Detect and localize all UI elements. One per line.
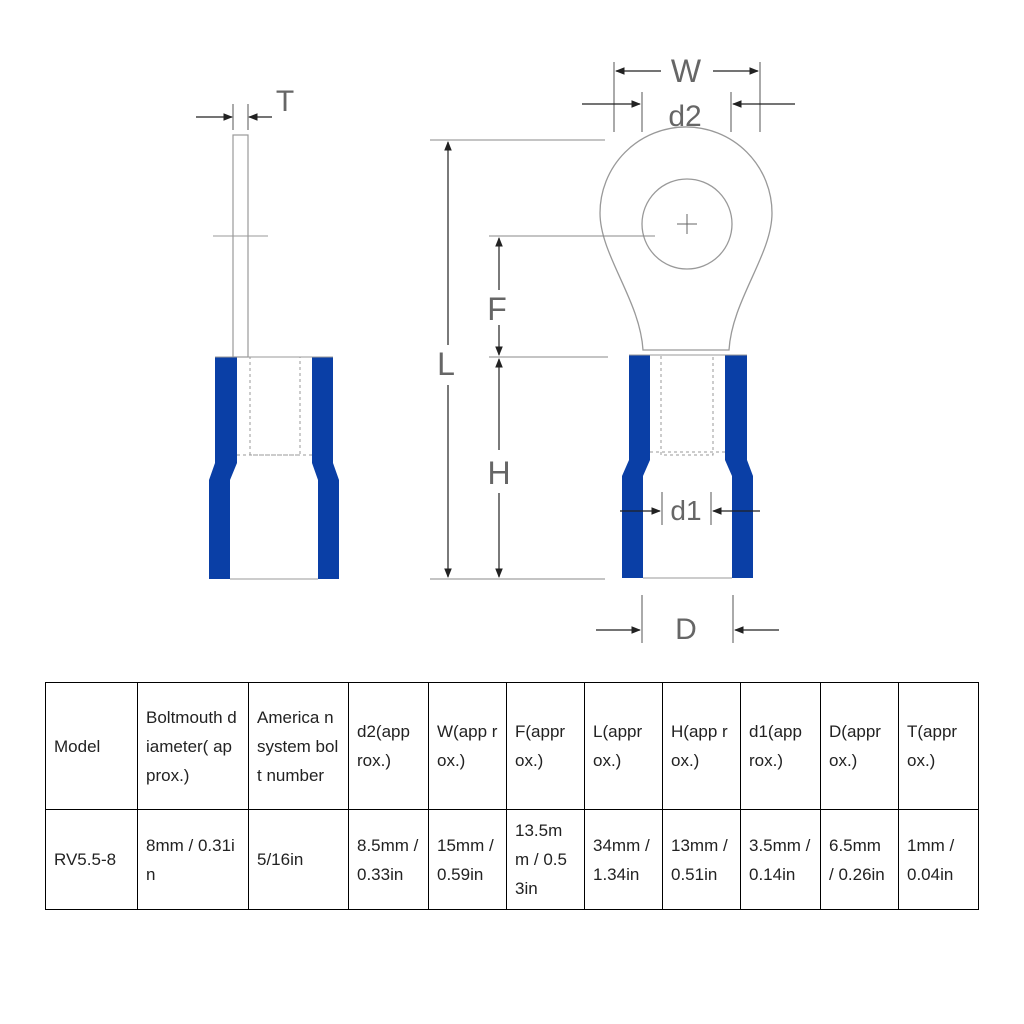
header-cell: America n system bolt number <box>248 682 349 810</box>
table-cell: 8mm / 0.31in <box>137 809 249 910</box>
table-cell: 1mm / 0.04in <box>898 809 979 910</box>
dim-h-label: H <box>487 455 510 491</box>
dim-d1-label: d1 <box>670 495 701 526</box>
table-cell: 3.5mm / 0.14in <box>740 809 821 910</box>
dim-l-label: L <box>437 346 455 382</box>
table-cell: 34mm / 1.34in <box>584 809 663 910</box>
header-cell: F(appr ox.) <box>506 682 585 810</box>
front-insulation-left <box>622 355 650 578</box>
header-cell: d1(app rox.) <box>740 682 821 810</box>
terminal-diagram: T W d2 L F H <box>196 53 795 646</box>
side-view: T <box>196 85 339 580</box>
header-cell: d2(app rox.) <box>348 682 429 810</box>
side-insulation-right <box>312 357 339 579</box>
header-cell: Model <box>45 682 138 810</box>
header-cell: L(appr ox.) <box>584 682 663 810</box>
table-row: RV5.5-8 8mm / 0.31in 5/16in 8.5mm / 0.33… <box>45 809 979 910</box>
spec-table: Model Boltmouth diameter( approx.) Ameri… <box>45 682 979 910</box>
dim-f-label: F <box>487 291 507 327</box>
table-cell: RV5.5-8 <box>45 809 138 910</box>
front-barrel <box>660 354 714 456</box>
table-cell: 13mm / 0.51in <box>662 809 741 910</box>
header-cell: T(appr ox.) <box>898 682 979 810</box>
table-cell: 8.5mm / 0.33in <box>348 809 429 910</box>
side-insulation-left <box>209 357 237 579</box>
dim-t-label: T <box>276 85 294 118</box>
table-cell: 5/16in <box>248 809 349 910</box>
side-tab <box>232 134 249 358</box>
header-cell: W(app rox.) <box>428 682 507 810</box>
front-view: W d2 L F H d1 D <box>430 53 795 646</box>
dim-w-label: W <box>671 53 702 89</box>
table-cell: 13.5mm / 0.53in <box>506 809 585 910</box>
front-insulation-right <box>725 355 753 578</box>
side-barrel <box>249 356 301 456</box>
header-cell: Boltmouth diameter( approx.) <box>137 682 249 810</box>
dim-d-label: D <box>675 613 697 646</box>
dim-d2-label: d2 <box>668 100 701 133</box>
table-cell: 15mm / 0.59in <box>428 809 507 910</box>
header-cell: H(app rox.) <box>662 682 741 810</box>
table-header-row: Model Boltmouth diameter( approx.) Ameri… <box>45 682 979 810</box>
header-cell: D(appr ox.) <box>820 682 899 810</box>
table-cell: 6.5mm / 0.26in <box>820 809 899 910</box>
